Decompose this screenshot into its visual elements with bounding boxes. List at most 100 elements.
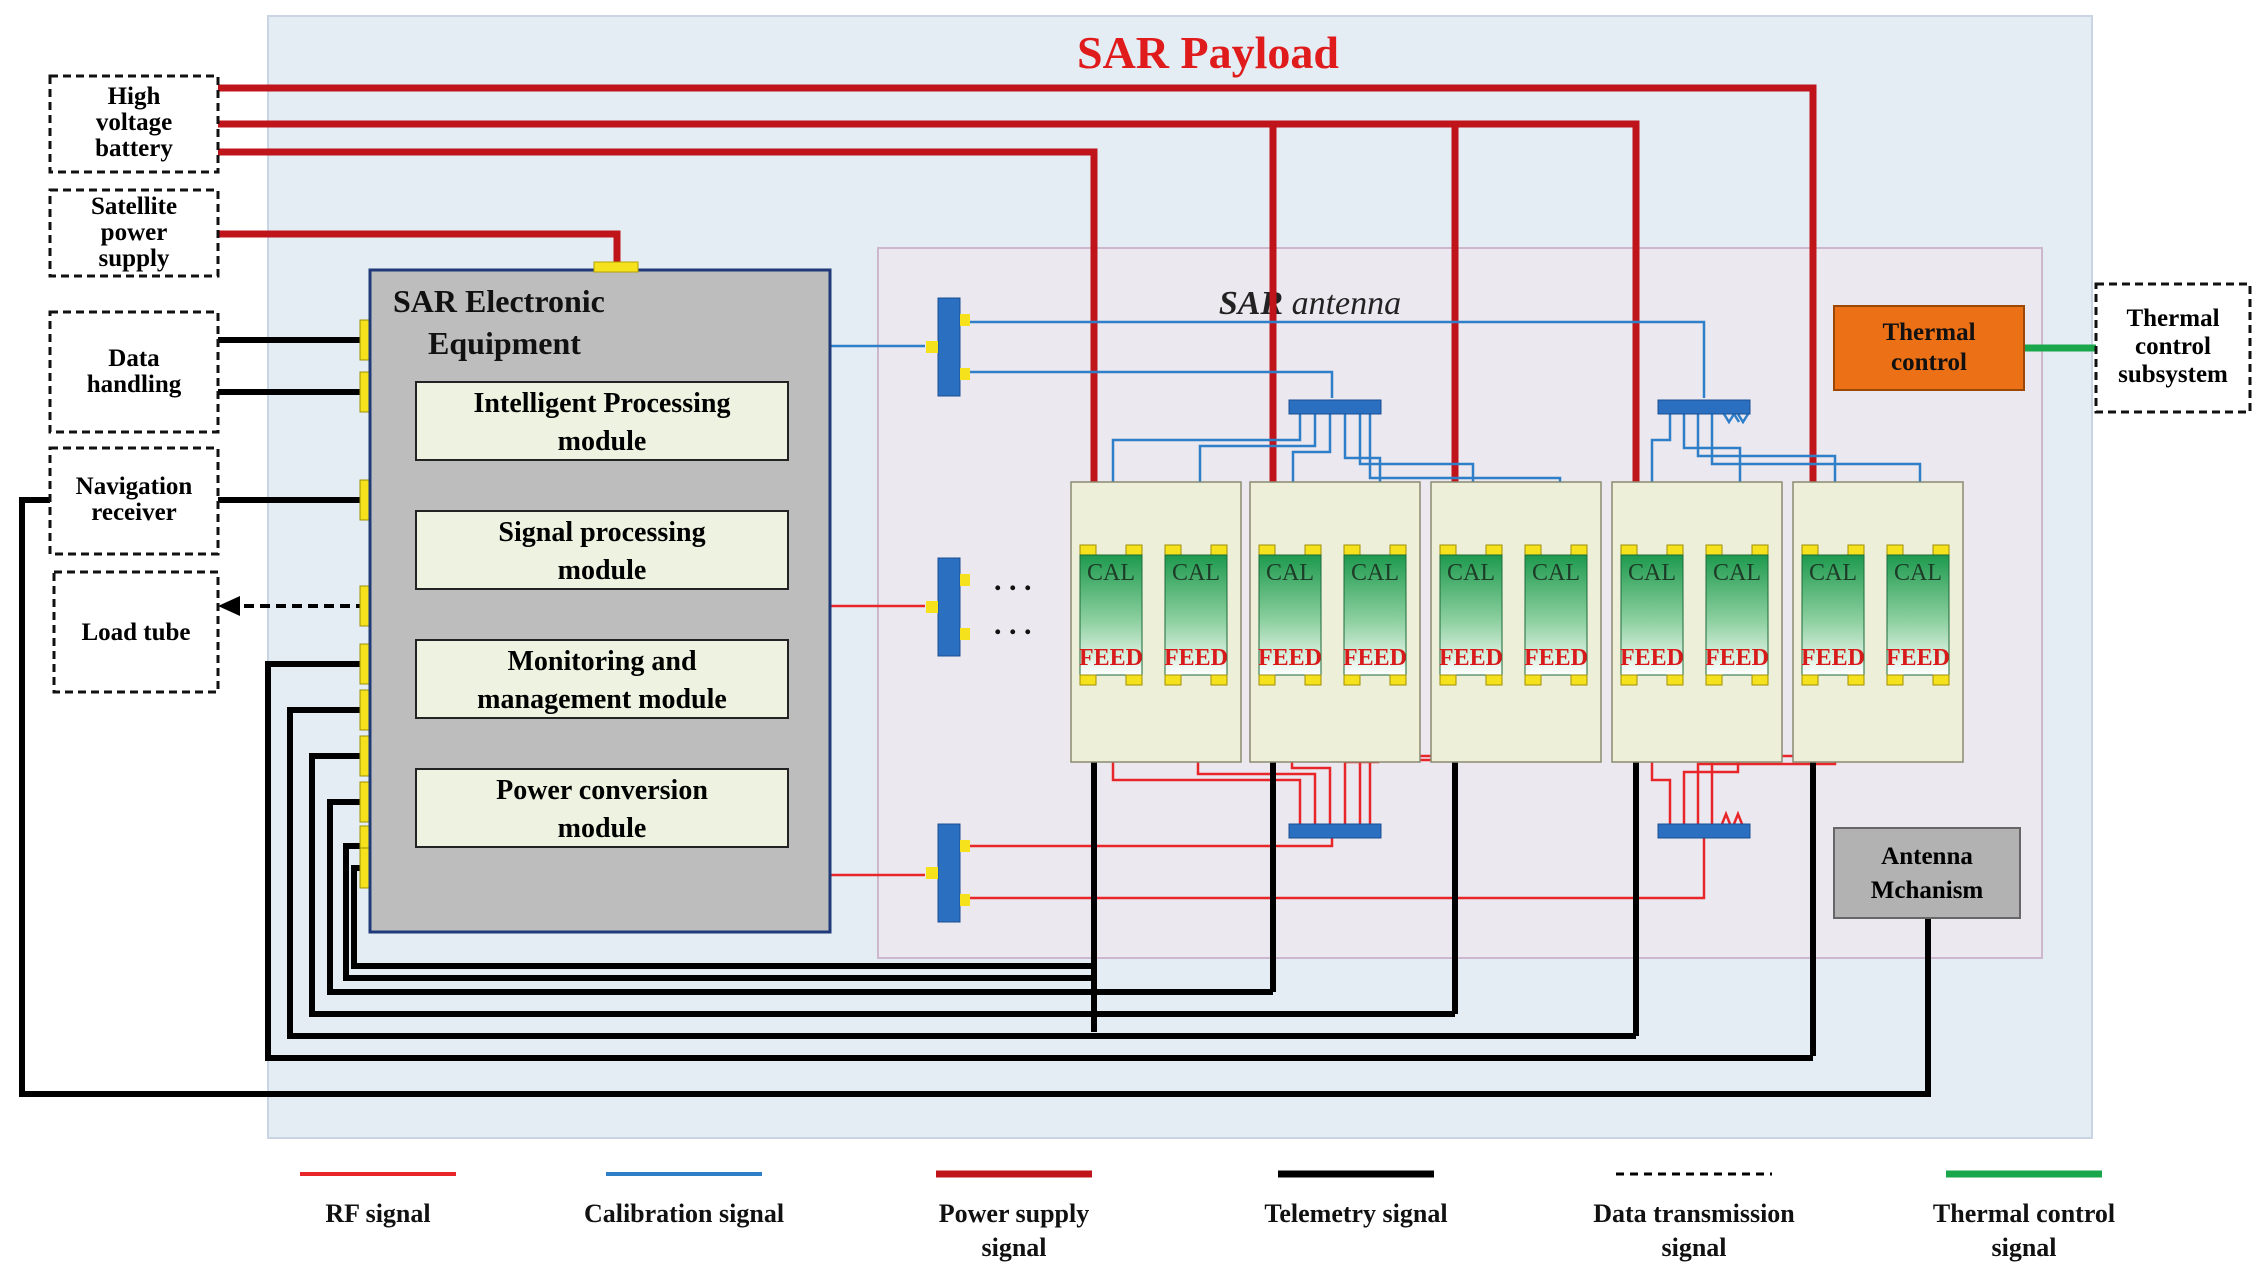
- feed-bottom-connector: [1524, 674, 1542, 686]
- box-line: control: [1891, 349, 1967, 376]
- feed-top-connector: [1125, 544, 1143, 556]
- feed-top-connector: [1164, 544, 1182, 556]
- feed-body: [1801, 554, 1865, 676]
- cal-squiggle: [1736, 413, 1750, 425]
- intelligent-processing-module: Intelligent Processing module: [415, 381, 789, 461]
- feed-bottom-connector: [1485, 674, 1503, 686]
- feed-top-connector: [1847, 544, 1865, 556]
- module-line: module: [558, 813, 647, 844]
- feed-top-connector: [1666, 544, 1684, 556]
- rf-squiggle: [1732, 810, 1744, 825]
- feed-top-connector: [1620, 544, 1638, 556]
- box-line: Load tube: [81, 619, 190, 646]
- feed-bottom-connector: [1751, 674, 1769, 686]
- feed-label: FEED: [1524, 645, 1588, 671]
- module-line: module: [558, 426, 647, 457]
- feed-bottom-connector: [1705, 674, 1723, 686]
- box-line: Antenna: [1881, 843, 1973, 870]
- cal-label: CAL: [1172, 560, 1220, 586]
- feed-label: FEED: [1705, 645, 1769, 671]
- thermal-control-box: Thermal control: [1833, 305, 2025, 391]
- box-line: supply: [99, 245, 170, 272]
- antenna-mechanism-box: Antenna Mchanism: [1833, 827, 2021, 919]
- feed-top-connector: [1932, 544, 1950, 556]
- feed-top-connector: [1751, 544, 1769, 556]
- feed-top-connector: [1705, 544, 1723, 556]
- box-line: control: [2135, 333, 2211, 360]
- thermal-control-subsystem-box: Thermal control subsystem: [2094, 282, 2252, 414]
- connector-pin: [960, 628, 970, 640]
- box-line: power: [101, 219, 168, 246]
- legend-label: Telemetry signal: [1264, 1199, 1447, 1228]
- feed-body: [1343, 554, 1407, 676]
- data-transmission-arrow: [218, 596, 240, 616]
- feed-label: FEED: [1079, 645, 1143, 671]
- legend-label: RF signal: [325, 1199, 430, 1228]
- feed-bottom-connector: [1304, 674, 1322, 686]
- legend-label: signal: [981, 1233, 1046, 1262]
- legend-label: signal: [1991, 1233, 2056, 1262]
- cal-label: CAL: [1532, 560, 1580, 586]
- legend-label: signal: [1661, 1233, 1726, 1262]
- legend-item-3: Telemetry signal: [1264, 1170, 1448, 1228]
- module-line: Monitoring and: [507, 646, 696, 677]
- rf-divider-right: [1657, 823, 1751, 839]
- cal-divider-right: [1657, 399, 1751, 415]
- rf-line-a: [968, 838, 1334, 848]
- satellite-power-supply-box: Satellite power supply: [48, 188, 220, 278]
- feed-label: FEED: [1439, 645, 1503, 671]
- feed-body: [1164, 554, 1228, 676]
- module-line: Power conversion: [496, 775, 708, 806]
- power-line-2: [215, 120, 1640, 500]
- power-conversion-module: Power conversion module: [415, 768, 789, 848]
- feed-top-connector: [1304, 544, 1322, 556]
- antenna-label-rest: antenna: [1283, 285, 1401, 322]
- feed-body: [1620, 554, 1684, 676]
- feed-bottom-connector: [1886, 674, 1904, 686]
- cal-label: CAL: [1628, 560, 1676, 586]
- feed-label: FEED: [1164, 645, 1228, 671]
- legend-item-2: Power supply signal: [936, 1170, 1092, 1262]
- box-line: Thermal: [2126, 305, 2219, 332]
- equipment-title-line-2: Equipment: [428, 325, 581, 361]
- module-line: Intelligent Processing: [474, 388, 731, 419]
- feed-label: FEED: [1801, 645, 1865, 671]
- legend-label: Power supply: [939, 1199, 1090, 1228]
- monitoring-management-module: Monitoring and management module: [415, 639, 789, 719]
- box-line: receiver: [91, 499, 177, 526]
- box-line: Data: [108, 345, 160, 372]
- data-handling-box: Data handling: [48, 310, 220, 434]
- antenna-mechanism-line: [19, 497, 1931, 1097]
- telemetry-return-2: [287, 707, 1636, 1039]
- feed-label: FEED: [1343, 645, 1407, 671]
- interface-connector: [937, 297, 961, 397]
- feed-bottom-connector: [1847, 674, 1865, 686]
- navigation-receiver-box: Navigation receiver: [48, 446, 220, 556]
- feed-top-connector: [1210, 544, 1228, 556]
- module-line: module: [558, 555, 647, 586]
- cal-label: CAL: [1266, 560, 1314, 586]
- payload-title: SAR Payload: [1077, 27, 1339, 78]
- feed-top-connector: [1389, 544, 1407, 556]
- feed-top-connector: [1258, 544, 1276, 556]
- feed-bottom-connector: [1125, 674, 1143, 686]
- feed-bottom-connector: [1258, 674, 1276, 686]
- rf-line-b: [968, 838, 1706, 900]
- telemetry-return-1: [265, 661, 1813, 1061]
- feed-bottom-connector: [1164, 674, 1182, 686]
- feed-top-connector: [1524, 544, 1542, 556]
- feed-bottom-connector: [1079, 674, 1097, 686]
- feed-bottom-connector: [1343, 674, 1361, 686]
- box-line: voltage: [96, 109, 172, 136]
- legend-label: Data transmission: [1593, 1199, 1795, 1228]
- feed-body: [1439, 554, 1503, 676]
- box-line: subsystem: [2118, 361, 2228, 388]
- feed-bottom-connector: [1932, 674, 1950, 686]
- connector-pin: [926, 601, 938, 613]
- feed-body: [1705, 554, 1769, 676]
